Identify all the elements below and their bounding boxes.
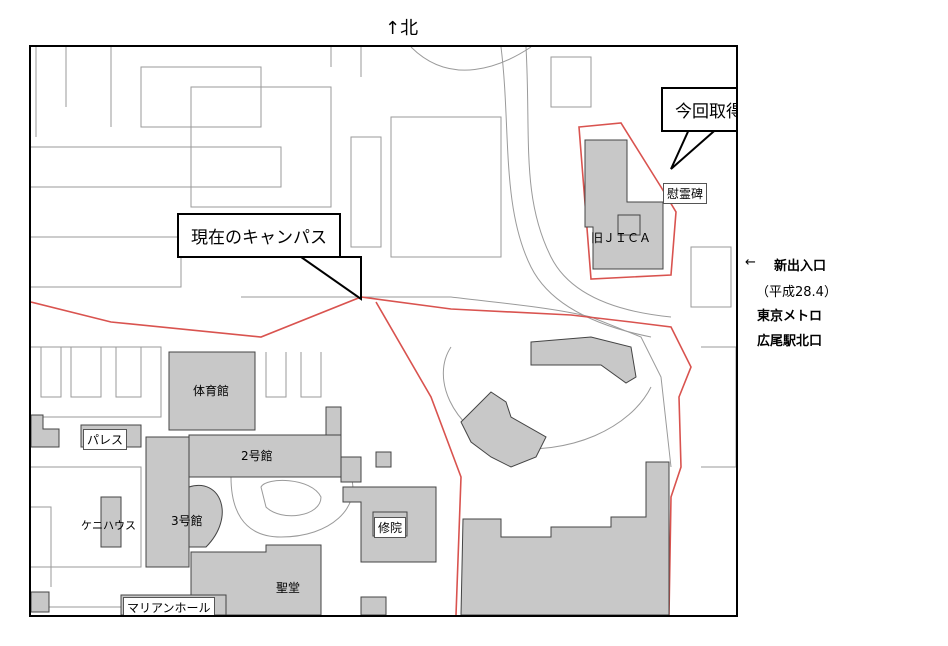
label-shuin: 修院: [374, 517, 407, 538]
label-memorial: 慰霊碑: [663, 183, 708, 204]
north-indicator: ↑北: [385, 18, 419, 39]
map-area: 旧ＪＩＣＡ 慰霊碑 体育館 パレス 2号館 3号館 ケニハウス 修院 聖堂 マリ…: [29, 45, 738, 617]
label-marian-hall: マリアンホール: [123, 597, 215, 615]
callout-tails: [297, 124, 724, 301]
label-building-2: 2号館: [241, 449, 273, 463]
label-building-3: 3号館: [171, 514, 203, 528]
label-gym: 体育館: [193, 384, 230, 398]
entrance-station: 広尾駅北口: [757, 334, 823, 349]
label-seido: 聖堂: [276, 581, 301, 595]
label-jica: 旧ＪＩＣＡ: [591, 231, 652, 245]
map-drawing: [31, 47, 736, 615]
callout-current-campus: 現在のキャンパス: [177, 213, 341, 258]
entrance-metro: 東京メトロ: [757, 309, 823, 324]
boundaries: [31, 122, 692, 615]
buildings: [31, 139, 670, 615]
entrance-arrow: ←: [745, 255, 756, 270]
entrance-date: （平成28.4）: [756, 285, 837, 300]
entrance-name: 新出入口: [774, 259, 827, 274]
label-palace: パレス: [83, 429, 128, 450]
label-sunny-house: ケニハウス: [81, 519, 136, 532]
callout-acquired-land: 今回取得した土地・建物: [661, 87, 736, 132]
street-lines: [31, 47, 736, 608]
